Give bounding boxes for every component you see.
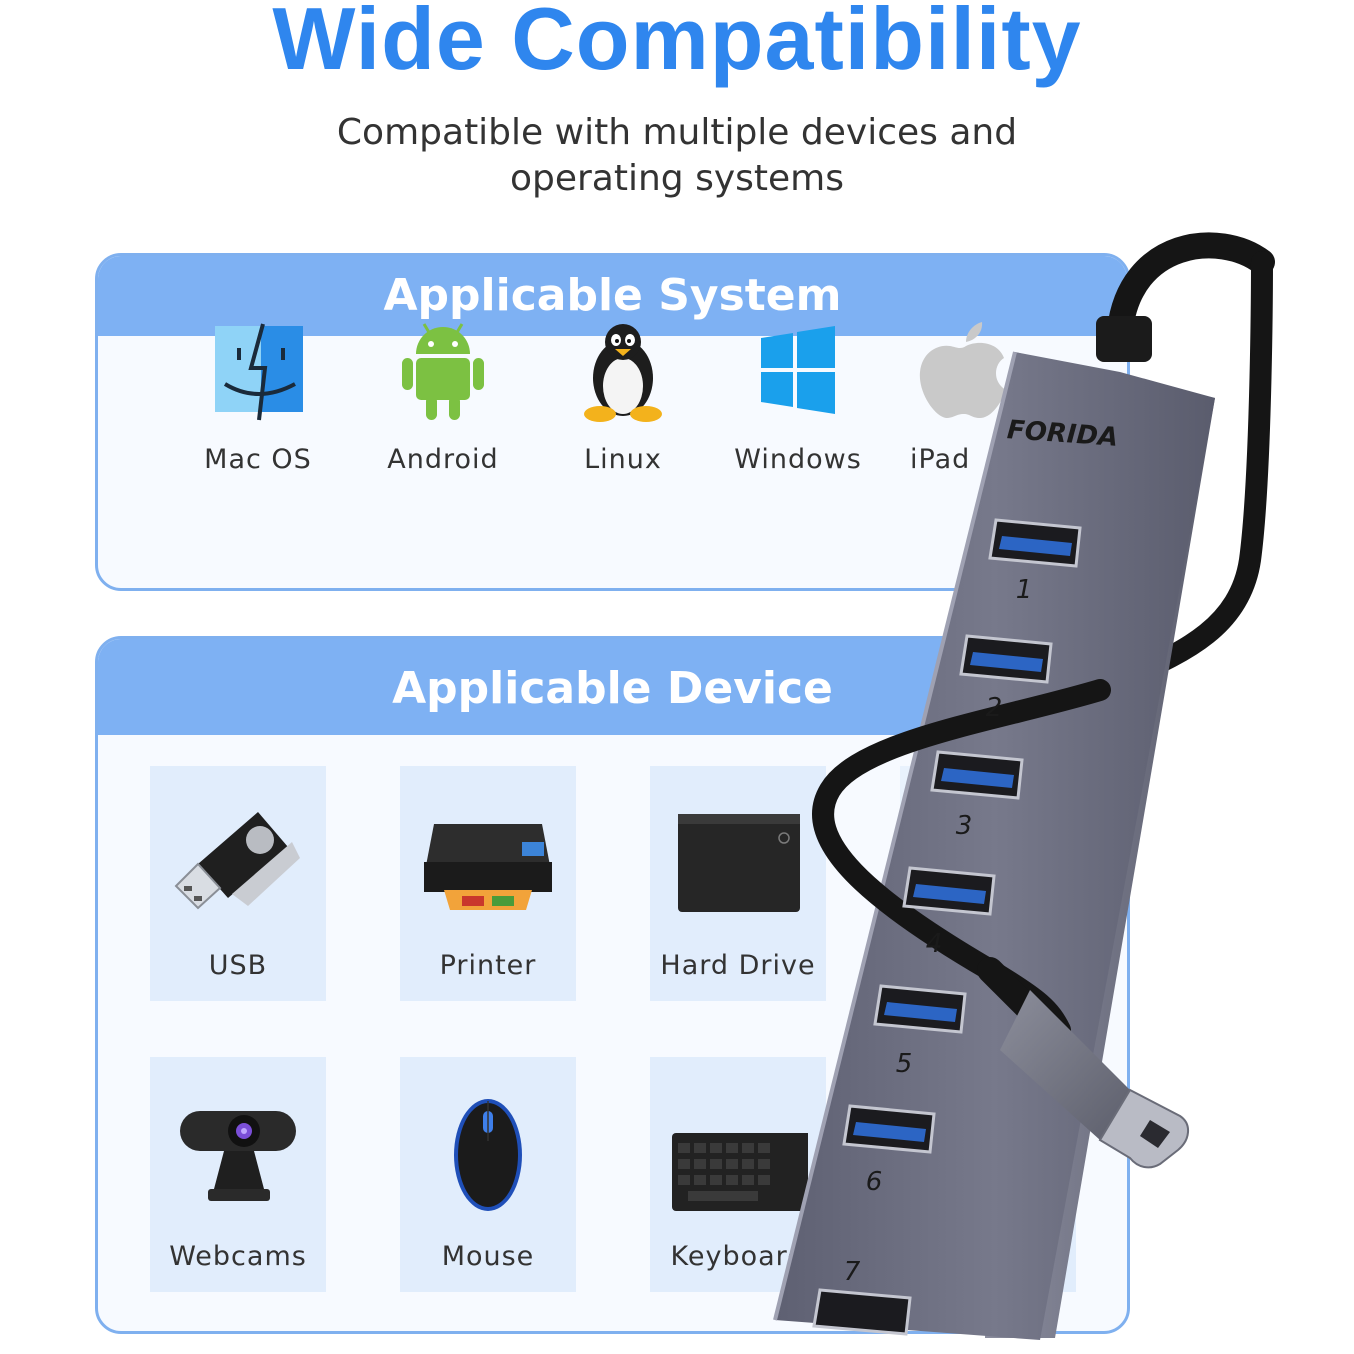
- subtitle: Compatible with multiple devices and ope…: [336, 112, 1018, 199]
- system-item-linux: Linux: [533, 316, 713, 475]
- device-card-usb: USB: [150, 766, 326, 1001]
- usb-c-port-slot: [1140, 1120, 1170, 1148]
- printer-icon: [424, 824, 552, 910]
- keyboard-icon: [672, 1133, 808, 1211]
- system-item-label: Linux: [584, 444, 662, 475]
- system-item-macos: Mac OS: [168, 316, 348, 475]
- applicable-device-title: Applicable Device: [98, 639, 1127, 735]
- usb-flash-drive-icon: [174, 812, 300, 910]
- device-card-mouse: Mouse: [400, 1057, 576, 1292]
- android-icon: [402, 323, 484, 420]
- device-card-label: Webcams: [169, 1241, 307, 1272]
- linux-penguin-icon: [584, 324, 662, 422]
- device-card-label: Hard Drive: [660, 950, 816, 981]
- system-item-label: Mac OS: [204, 444, 312, 475]
- device-card-label: Printer: [439, 950, 537, 981]
- system-item-label: Windows: [734, 444, 862, 475]
- applicable-device-panel: Applicable Device USB Printer Hard: [95, 636, 1130, 1334]
- device-card-label: Keyboard: [670, 1241, 806, 1272]
- device-card-hidden: [900, 1057, 1076, 1292]
- system-item-ipad: iPad: [888, 316, 1008, 475]
- device-card-printer: Printer: [400, 766, 576, 1001]
- system-item-label: Android: [387, 444, 499, 475]
- device-card-hidden: [900, 766, 1030, 1001]
- headline: Wide Compatibility: [272, 0, 1082, 88]
- finder-icon: [215, 323, 303, 421]
- device-card-label: Mouse: [441, 1241, 535, 1272]
- applicable-system-panel: Applicable System Mac OS Android: [95, 253, 1130, 591]
- system-item-windows: Windows: [708, 316, 888, 475]
- device-card-keyboard: Keyboard: [650, 1057, 826, 1292]
- hard-drive-icon: [678, 814, 800, 912]
- device-card-label: USB: [208, 950, 268, 981]
- system-item-android: Android: [353, 316, 533, 475]
- apple-icon: [919, 322, 1006, 418]
- applicable-system-title: Applicable System: [98, 256, 1127, 336]
- cable: [1107, 232, 1275, 343]
- mouse-icon: [454, 1099, 522, 1211]
- system-item-label: iPad: [910, 444, 971, 475]
- webcam-icon: [180, 1111, 296, 1201]
- windows-icon: [761, 326, 835, 414]
- device-card-webcams: Webcams: [150, 1057, 326, 1292]
- device-card-hard-drive: Hard Drive: [650, 766, 826, 1001]
